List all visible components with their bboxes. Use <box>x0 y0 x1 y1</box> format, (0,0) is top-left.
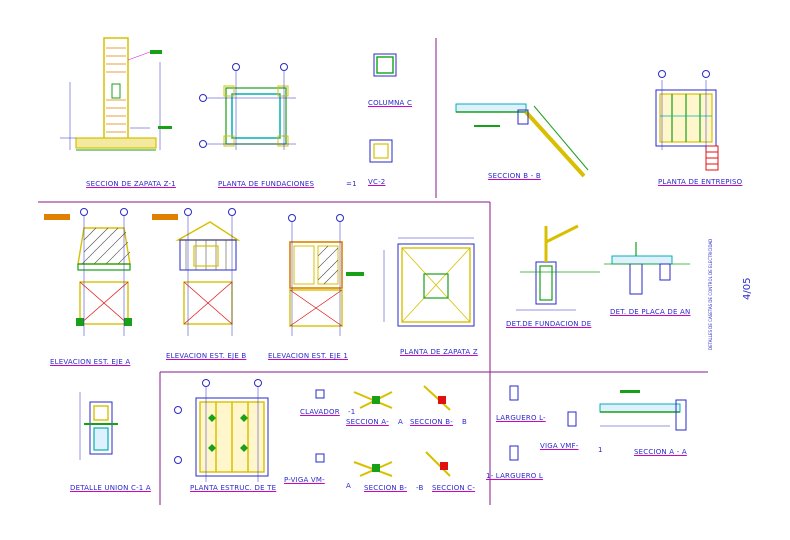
mezzanine-plan-drawing <box>655 70 719 171</box>
title-viga-vmf: VIGA VMF- <box>540 442 579 450</box>
title-clavador-num: -1 <box>348 408 356 416</box>
column-detail-drawing <box>369 53 397 163</box>
anchor-plate-detail-drawing <box>604 242 690 295</box>
elevation-axis-b-drawing <box>152 208 241 336</box>
title-viga-vm: P-VIGA VM- <box>284 476 325 484</box>
title-det-fundacion: DET.DE FUNDACION DE <box>506 320 592 328</box>
foundation-detail-drawing <box>516 224 600 311</box>
elevation-axis-a-drawing <box>44 208 132 336</box>
panel-dividers <box>38 38 708 505</box>
title-seccion-aa-small-suffix: A <box>398 418 403 426</box>
joint-detail-drawing <box>79 392 118 460</box>
title-seccion-bb-top: SECCION B - B <box>488 172 541 180</box>
title-seccion-bb-small1-suffix: B <box>462 418 468 426</box>
title-elev-1: ELEVACION EST. EJE 1 <box>268 352 349 360</box>
elevation-axis-1-drawing <box>288 214 364 336</box>
title-viga-vmf-num: 1 <box>598 446 603 454</box>
title-seccion-bb-small1: SECCION B- <box>410 418 454 426</box>
title-detalle-union: DETALLE UNION C-1 A <box>70 484 151 492</box>
title-elev-b: ELEVACION EST. EJE B <box>166 352 247 360</box>
title-planta-zapata: PLANTA DE ZAPATA Z <box>400 348 478 356</box>
title-larguero-l1: LARGUERO L- <box>496 414 546 422</box>
title-seccion-zapata: SECCION DE ZAPATA Z-1 <box>86 180 176 188</box>
sheet-number: 4/05 <box>742 277 753 300</box>
section-bb-top-drawing <box>455 103 589 178</box>
title-seccion-cc: SECCION C- <box>432 484 476 492</box>
small-section-details <box>315 385 577 477</box>
title-elev-a: ELEVACION EST. EJE A <box>50 358 131 366</box>
footing-plan-drawing <box>383 237 475 327</box>
title-columna: COLUMNA C <box>368 99 413 107</box>
title-larguero-l2: 1- LARGUERO L <box>486 472 543 480</box>
title-seccion-aa-right: SECCION A - A <box>634 448 687 456</box>
title-vc2: VC-2 <box>368 178 386 186</box>
footing-section-drawing <box>60 37 172 151</box>
title-planta-estruc: PLANTA ESTRUC. DE TE <box>190 484 277 492</box>
title-seccion-bb-small2: SECCION B- <box>364 484 408 492</box>
section-aa-right-drawing <box>599 390 687 431</box>
title-eq1: =1 <box>346 180 357 188</box>
title-clavador: CLAVADOR <box>300 408 340 416</box>
title-seccion-bb-small2-suffix: -B <box>416 484 424 492</box>
title-viga-vm-suffix: A <box>346 482 351 490</box>
foundation-plan-drawing <box>199 63 296 150</box>
roof-structural-plan-drawing <box>174 379 269 482</box>
title-det-placa: DET. DE PLACA DE AN <box>610 308 691 316</box>
sheet-side-text: DETALLES DE CASETAS DE CONTROL DE ELECTR… <box>708 238 713 350</box>
title-seccion-aa-small: SECCION A- <box>346 418 389 426</box>
title-planta-entrepiso: PLANTA DE ENTREPISO <box>658 178 743 186</box>
title-planta-fundaciones: PLANTA DE FUNDACIONES <box>218 180 315 188</box>
